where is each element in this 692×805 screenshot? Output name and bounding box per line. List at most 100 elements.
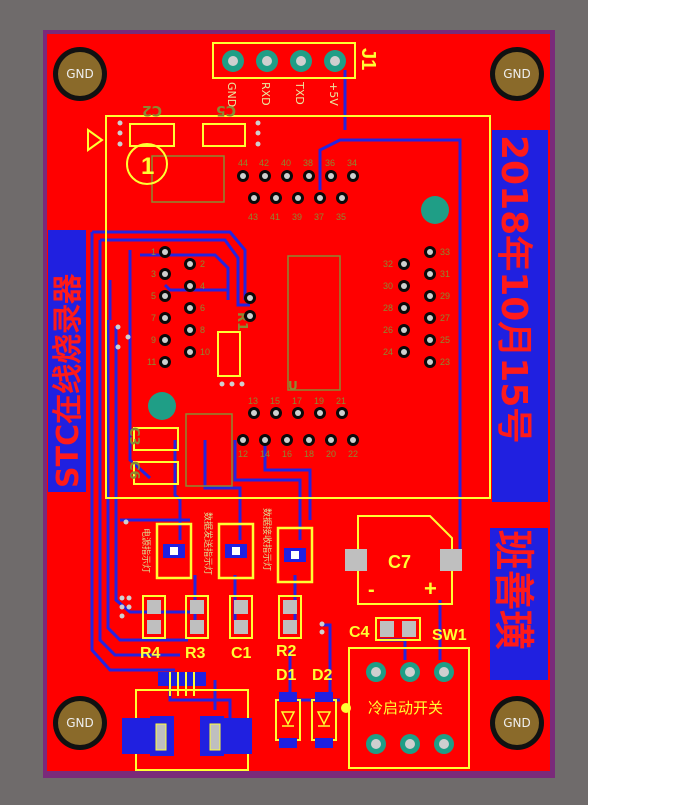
ic-socket-outline — [105, 115, 491, 499]
led2-label: 数据发送指示灯 — [202, 512, 214, 575]
pin-label: 7 — [151, 313, 156, 323]
small-pads-left — [117, 120, 261, 147]
pin-label: 8 — [200, 325, 205, 335]
pin-label: 9 — [151, 335, 156, 345]
r2: R2 — [276, 595, 302, 660]
cap-c2: C2 — [129, 102, 225, 203]
pin-label: 20 — [326, 449, 336, 459]
mount-holes: GND GND GND GND — [53, 47, 544, 750]
bottom-pin-rows: 13 15 17 19 21 12 14 16 18 20 22 — [237, 396, 359, 459]
pin-label: 40 — [281, 158, 291, 168]
j1-pin-rxd: RXD — [259, 82, 272, 106]
led3-label: 数据接收指示灯 — [261, 508, 273, 571]
small-pads-mid — [115, 324, 325, 635]
pin-label: 41 — [270, 212, 280, 222]
u-label: U — [288, 379, 298, 393]
pin-label: 28 — [383, 303, 393, 313]
pin-label: 13 — [248, 396, 258, 406]
pin-label: 4 — [200, 281, 205, 291]
pin-label: 42 — [259, 158, 269, 168]
pin-label: 2 — [200, 259, 205, 269]
mount-hole-tr-label: GND — [503, 67, 531, 81]
c2-label: C2 — [142, 102, 162, 118]
pin1-circle-label: 1 — [141, 153, 154, 180]
c7-plus: + — [424, 576, 437, 601]
usb-connector — [122, 672, 252, 771]
j1-pin-5v: +5V — [327, 82, 340, 106]
pin-label: 6 — [200, 303, 205, 313]
header-j1: J1 GND RXD TXD +5V — [212, 42, 379, 107]
switch-sw1: SW1 冷启动开关 — [348, 627, 470, 769]
pin-label: 25 — [440, 335, 450, 345]
c3-label: C3 — [126, 427, 141, 446]
led-group: 电源指示灯 数据发送指示灯 数据接收指示灯 — [140, 508, 314, 584]
pin-label: 27 — [440, 313, 450, 323]
cap-c5: C5 — [202, 102, 246, 147]
cap-c3: C3 — [126, 427, 179, 451]
left-pin-cols: 1 3 5 7 9 11 2 4 6 8 10 — [147, 246, 210, 368]
pin-label: 19 — [314, 396, 324, 406]
pin-label: 36 — [325, 158, 335, 168]
pin-label: 23 — [440, 357, 450, 367]
pin-label: 43 — [248, 212, 258, 222]
pin-label: 33 — [440, 247, 450, 257]
diodes: D1 D2 — [275, 667, 351, 748]
pin-label: 10 — [200, 347, 210, 357]
j1-pin-gnd: GND — [225, 82, 238, 107]
pin-label: 31 — [440, 269, 450, 279]
top-pin-rows: 44 42 40 38 36 34 43 41 39 37 35 — [237, 158, 359, 222]
cap-c4: C4 — [349, 617, 421, 641]
pin-label: 39 — [292, 212, 302, 222]
r2-label: R2 — [276, 643, 297, 660]
right-banner — [492, 130, 548, 502]
pin-label: 29 — [440, 291, 450, 301]
c6-label: C6 — [126, 461, 141, 480]
c7-label: C7 — [388, 552, 411, 572]
via-left — [148, 392, 176, 420]
pin-label: 37 — [314, 212, 324, 222]
cap-c7: C7 - + — [345, 515, 462, 605]
pin1-triangle — [87, 128, 104, 152]
pin-label: 35 — [336, 212, 346, 222]
left-banner-text: STC在线烧录器 — [51, 273, 86, 488]
pin1-circle — [126, 143, 168, 185]
mount-hole-bl-label: GND — [66, 716, 94, 730]
mount-hole-br-label: GND — [503, 716, 531, 730]
switch-text: 冷启动开关 — [368, 699, 443, 717]
pin-label: 12 — [238, 449, 248, 459]
regulator-outline — [185, 413, 233, 487]
right-pin-cols: 32 30 28 26 24 33 31 29 27 25 23 — [383, 246, 450, 368]
pin-label: 5 — [151, 291, 156, 301]
c7-minus: - — [368, 579, 375, 601]
pin-label: 44 — [238, 158, 248, 168]
pin-label: 14 — [260, 449, 270, 459]
pin-label: 17 — [292, 396, 302, 406]
c1: C1 — [229, 595, 253, 662]
right-banner-text: 2018年10月15号 — [493, 135, 534, 443]
resistor-r1: R1 — [217, 292, 256, 387]
pin-label: 1 — [151, 247, 156, 257]
pin-label: 22 — [348, 449, 358, 459]
via-top-right — [421, 196, 449, 224]
pin-label: 26 — [383, 325, 393, 335]
r4: R4 — [140, 595, 166, 662]
pin-label: 11 — [147, 357, 156, 367]
d2-label: D2 — [312, 667, 333, 684]
pin-label: 15 — [270, 396, 280, 406]
pin-label: 34 — [347, 158, 357, 168]
pin-label: 16 — [282, 449, 292, 459]
left-banner — [48, 230, 86, 492]
margin-background — [588, 0, 692, 805]
pin-label: 38 — [303, 158, 313, 168]
pin-label: 18 — [304, 449, 314, 459]
r3: R3 — [185, 595, 209, 662]
right-bottom-banner — [490, 528, 548, 680]
pin-label: 30 — [383, 281, 393, 291]
r3-label: R3 — [185, 645, 206, 662]
mount-hole-tl-label: GND — [66, 67, 94, 81]
pin-label: 24 — [383, 347, 393, 357]
r4-label: R4 — [140, 645, 161, 662]
ic-body-outline — [287, 255, 341, 391]
pin-label: 3 — [151, 269, 156, 279]
